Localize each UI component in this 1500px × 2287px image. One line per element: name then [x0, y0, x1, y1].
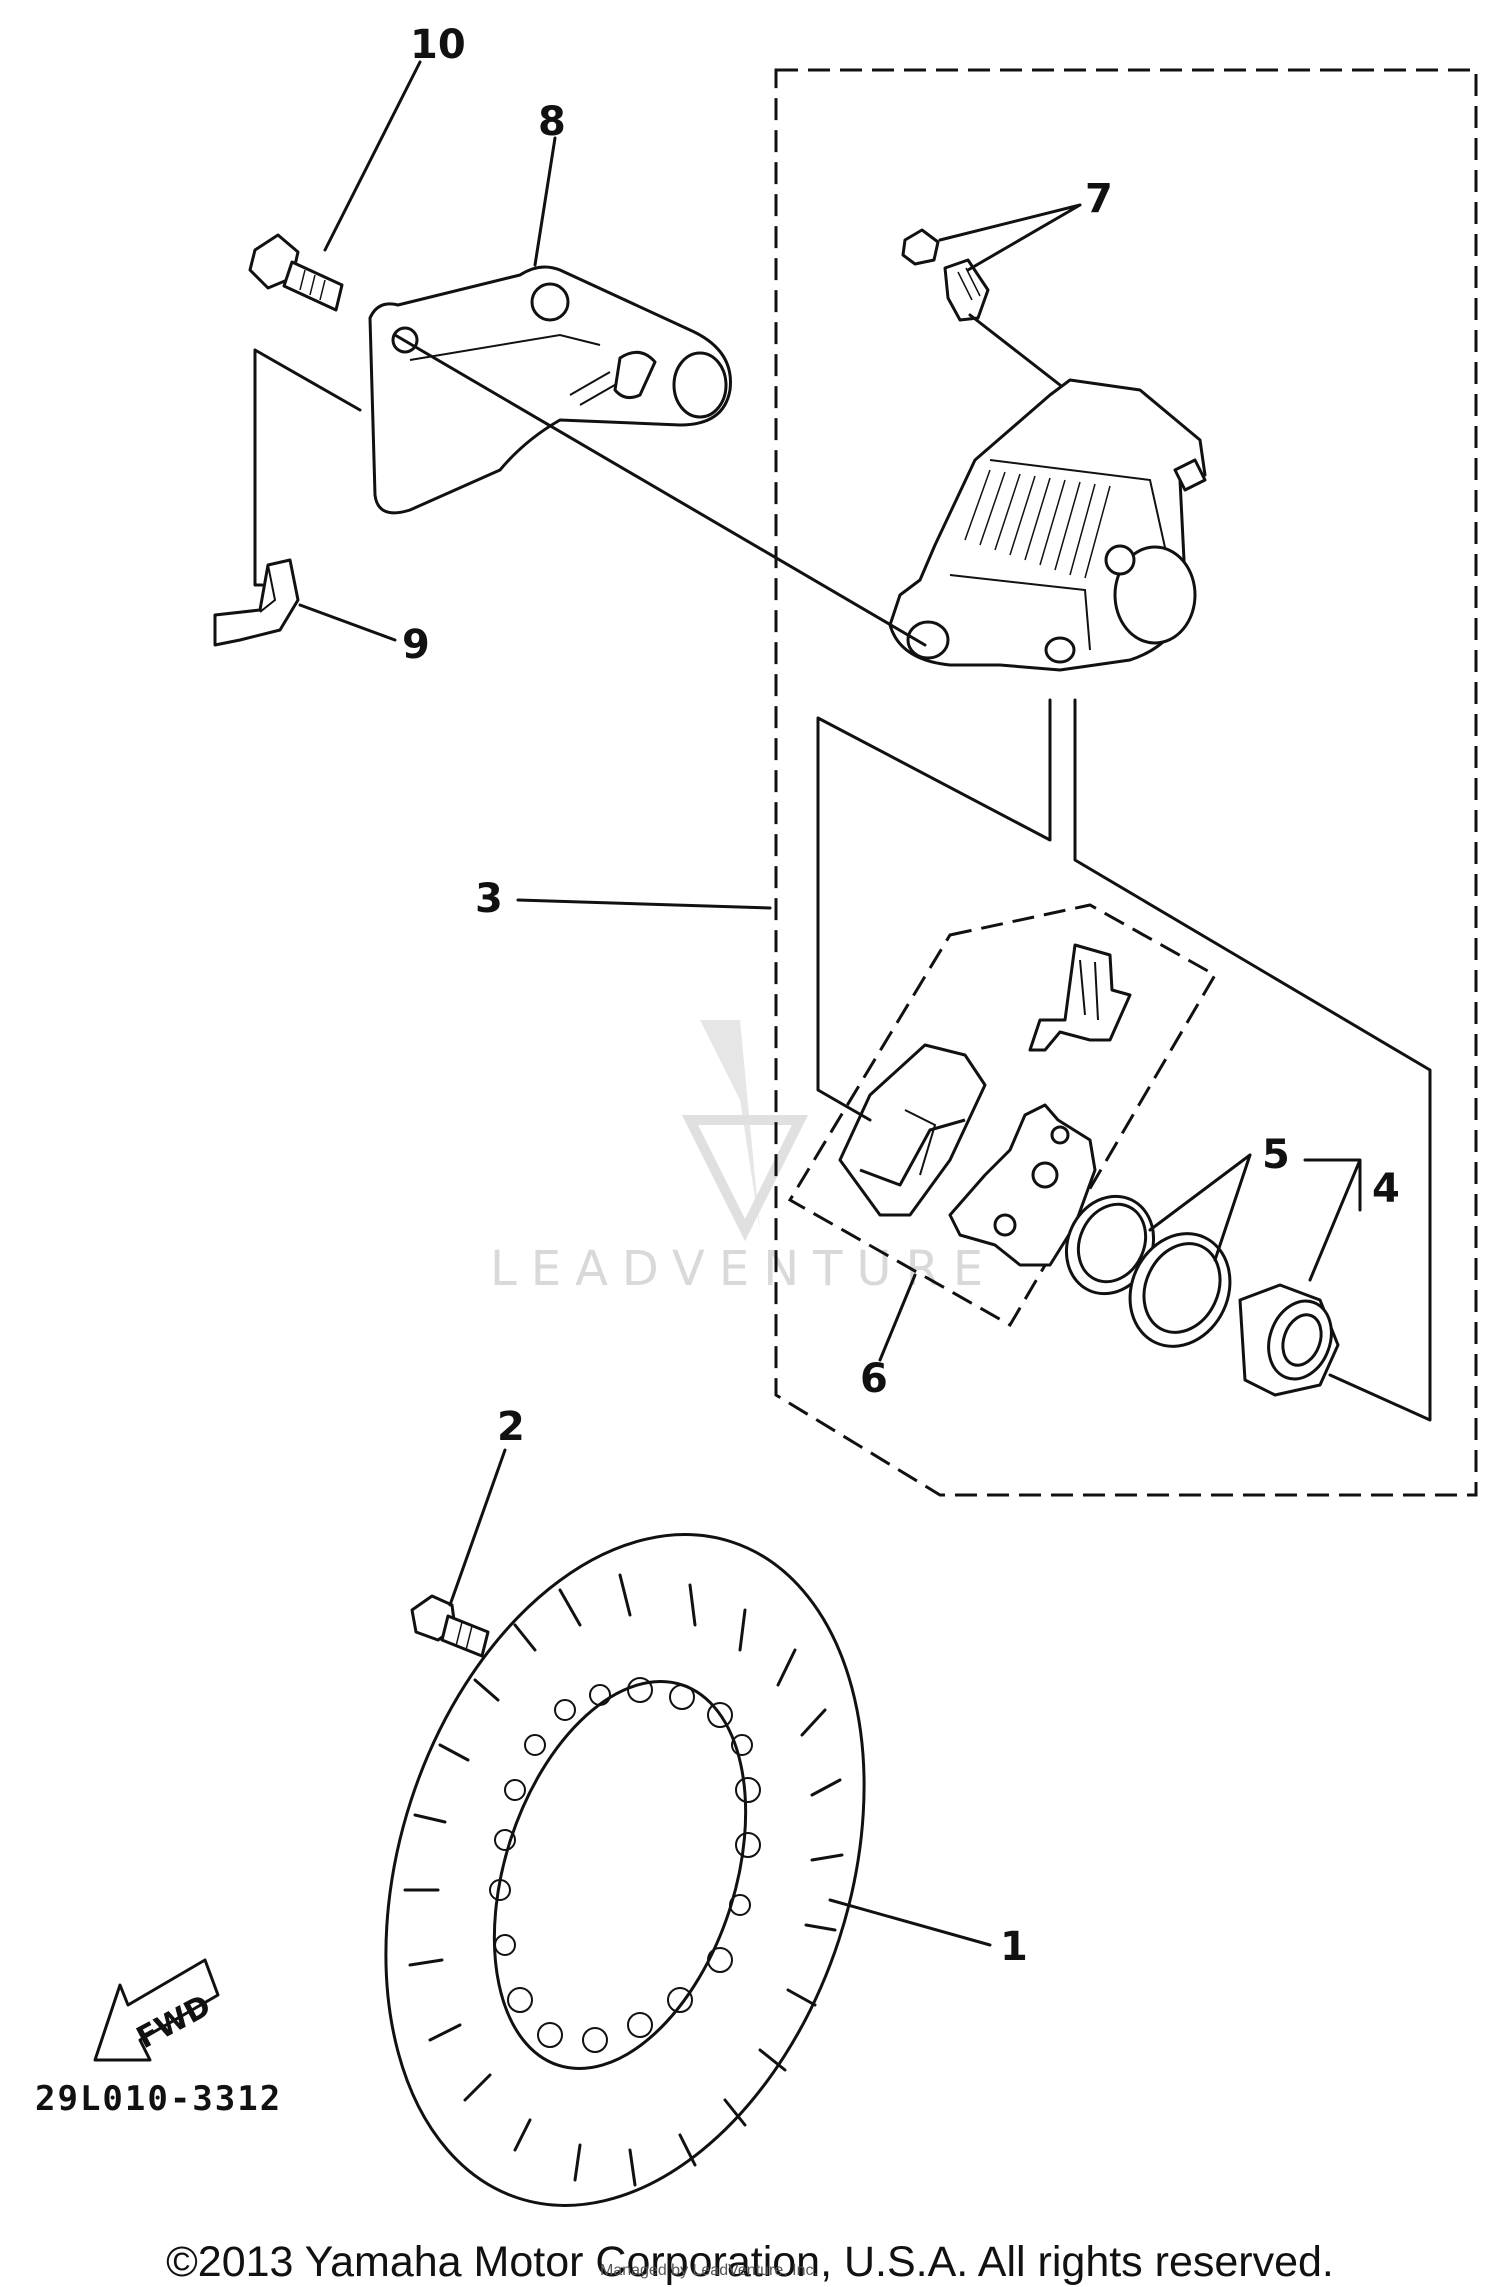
caliper-bracket [368, 265, 732, 515]
callout-4: 4 [1372, 1166, 1400, 1212]
caliper-piston [1238, 1283, 1340, 1397]
bleed-screw [901, 228, 990, 322]
callout-9: 9 [402, 622, 430, 668]
brake-disc [384, 1533, 866, 2207]
piston-seal-2 [1128, 1232, 1232, 1348]
piston-seal-1 [1064, 1194, 1156, 1296]
callout-7: 7 [1085, 176, 1113, 222]
copyright-notice: ©2013 Yamaha Motor Corporation, U.S.A. A… [166, 2238, 1334, 2286]
caliper-assembly-frame [774, 68, 1478, 1497]
disc-bolt [410, 1594, 490, 1658]
brake-caliper [888, 378, 1207, 672]
callout-3: 3 [475, 876, 503, 922]
callout-1: 1 [1000, 1924, 1028, 1970]
leadventure-watermark: LEADVENTURE [490, 1020, 997, 1297]
leader-lines [253, 60, 1432, 1947]
pad-spring [1028, 943, 1132, 1052]
caliper-cooling-fins [964, 469, 1111, 579]
disc-cooling-slots [403, 1573, 844, 2187]
bracket-bolt [248, 233, 344, 312]
watermark-text: LEADVENTURE [490, 1241, 997, 1297]
callout-2: 2 [497, 1404, 525, 1450]
credit-note: Managed by LeadVenture, Inc. [600, 2262, 818, 2279]
disc-mounting-holes [489, 1677, 761, 2053]
brake-pad-inner [838, 1043, 987, 1217]
callout-10: 10 [410, 22, 466, 68]
callout-6: 6 [860, 1356, 888, 1402]
callout-8: 8 [538, 99, 566, 145]
hose-clip [213, 558, 300, 647]
callout-5: 5 [1262, 1132, 1290, 1178]
part-callouts: 10 8 7 9 3 5 4 6 2 1 [402, 22, 1400, 1970]
brake-pad-outer [948, 1103, 1097, 1267]
drawing-code: 29L010-3312 [35, 2079, 282, 2119]
forward-direction-arrow: FWD [93, 1958, 220, 2062]
pad-kit-frame [787, 903, 1218, 1328]
